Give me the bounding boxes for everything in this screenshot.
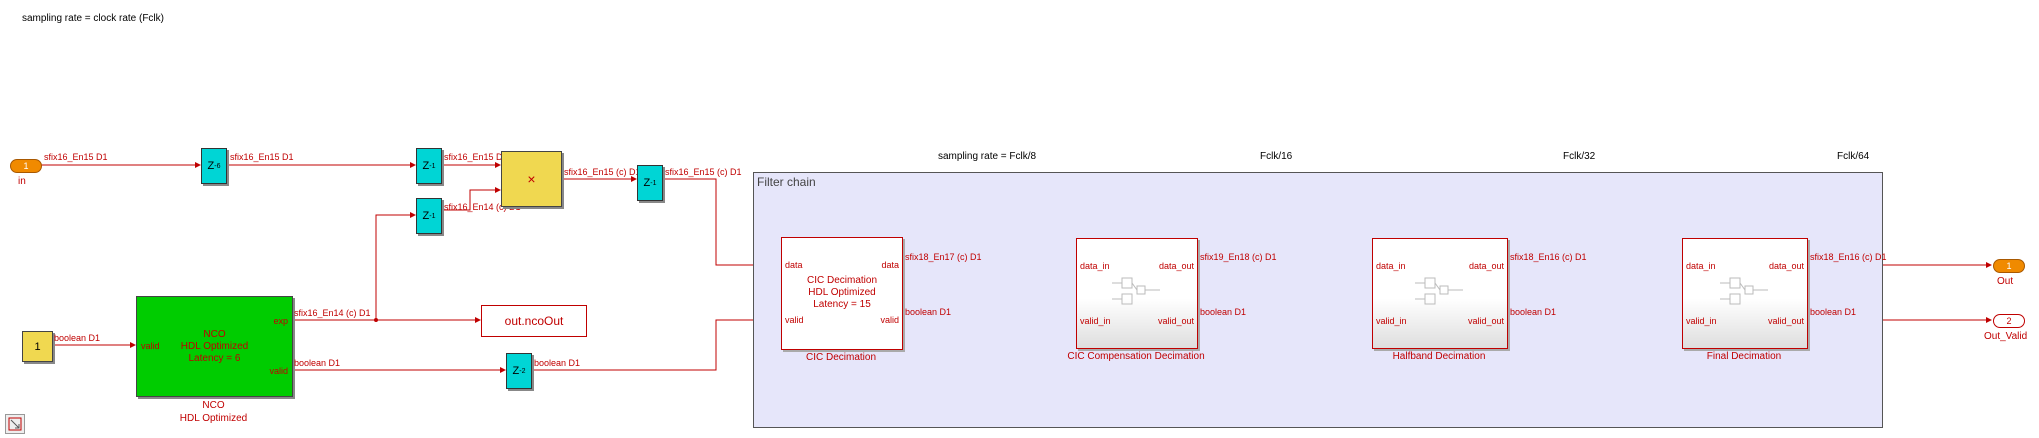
cic-port-valid-in: valid — [785, 315, 804, 325]
delay-z1c-block[interactable]: Z-1 — [637, 165, 663, 201]
signal-label-comp-valid: boolean D1 — [1200, 307, 1247, 317]
signal-label-cic-valid: boolean D1 — [905, 307, 952, 317]
delay-z1a-block[interactable]: Z-1 — [416, 148, 442, 184]
signal-label-final-valid: boolean D1 — [1810, 307, 1857, 317]
rate-fclk32-label: Fclk/32 — [1563, 151, 1596, 162]
constant-block[interactable]: 1 — [22, 331, 53, 362]
hb-port-valid-in: valid_in — [1376, 316, 1407, 326]
signal-label-comp-data: sfix19_En18 (c) D1 — [1200, 252, 1277, 262]
signal-label-z1b-out: sfix16_En14 (c) D1 — [444, 202, 521, 212]
cic-decimation-block[interactable]: data valid data valid CIC Decimation HDL… — [781, 237, 903, 350]
output-port-out[interactable]: 1 — [1993, 259, 2025, 273]
top-note: sampling rate = clock rate (Fclk) — [22, 13, 164, 24]
signal-label-hb-valid: boolean D1 — [1510, 307, 1557, 317]
output-port-out-name: Out — [1997, 276, 2014, 287]
nco-text-2: HDL Optimized — [180, 341, 249, 352]
signal-label-cic-data: sfix18_En17 (c) D1 — [905, 252, 982, 262]
cic-port-data-out: data — [881, 260, 899, 270]
rate-fclk64-label: Fclk/64 — [1837, 151, 1870, 162]
signal-label-z1c-out: sfix16_En15 (c) D1 — [665, 167, 742, 177]
product-block[interactable]: × — [501, 151, 562, 207]
comp-port-valid-out: valid_out — [1157, 316, 1194, 326]
nco-port-valid-in: valid — [141, 341, 160, 351]
final-port-data-in: data_in — [1686, 261, 1716, 271]
input-port-in[interactable]: 1 — [10, 159, 42, 173]
input-port-name: in — [18, 176, 26, 187]
filter-chain-title: Filter chain — [757, 175, 816, 189]
comp-port-data-in: data_in — [1080, 261, 1110, 271]
comp-port-valid-in: valid_in — [1080, 316, 1111, 326]
signal-label-hb-data: sfix18_En16 (c) D1 — [1510, 252, 1587, 262]
signal-label-nco-exp: sfix16_En14 (c) D1 — [294, 308, 371, 318]
cic-port-valid-out: valid — [880, 315, 899, 325]
rate-fclk16-label: Fclk/16 — [1260, 151, 1293, 162]
signal-label-const-out: boolean D1 — [54, 333, 101, 343]
signal-label-final-data: sfix18_En16 (c) D1 — [1810, 252, 1887, 262]
hb-port-data-in: data_in — [1376, 261, 1406, 271]
nco-caption-2: HDL Optimized — [179, 413, 248, 424]
delay-z6-block[interactable]: Z-6 — [201, 148, 227, 184]
final-decimation-caption: Final Decimation — [1706, 351, 1782, 362]
signal-label-nco-valid: boolean D1 — [294, 358, 341, 368]
rate-fclk8-label: sampling rate = Fclk/8 — [938, 151, 1037, 162]
nco-caption-1: NCO — [202, 400, 225, 411]
filter-structure-icon — [1720, 277, 1768, 305]
cic-compensation-block[interactable]: data_in valid_in data_out valid_out — [1076, 238, 1198, 349]
final-port-data-out: data_out — [1768, 261, 1804, 271]
cic-text-1: CIC Decimation — [806, 275, 878, 286]
delay-z2-block[interactable]: Z-2 — [506, 353, 532, 389]
signal-label-z6-out: sfix16_En15 D1 — [230, 152, 294, 162]
cic-caption: CIC Decimation — [805, 352, 877, 363]
cic-text-2: HDL Optimized — [808, 287, 876, 298]
hb-port-data-out: data_out — [1468, 261, 1504, 271]
model-browser-icon[interactable] — [5, 414, 25, 434]
signal-label-z2-out: boolean D1 — [534, 358, 581, 368]
comp-port-data-out: data_out — [1158, 261, 1194, 271]
nco-block[interactable]: NCO HDL Optimized Latency = 6 valid exp … — [136, 296, 293, 397]
signal-label-in: sfix16_En15 D1 — [44, 152, 108, 162]
final-decimation-block[interactable]: data_in valid_in data_out valid_out — [1682, 238, 1808, 349]
signal-label-z1a-out: sfix16_En15 D1 — [444, 152, 508, 162]
delay-z1b-block[interactable]: Z-1 — [416, 198, 442, 234]
halfband-decimation-block[interactable]: data_in valid_in data_out valid_out — [1372, 238, 1508, 349]
signal-label-mult-out: sfix16_En15 (c) D1 — [564, 167, 641, 177]
output-port-out-valid[interactable]: 2 — [1993, 314, 2025, 328]
final-port-valid-out: valid_out — [1767, 316, 1804, 326]
filter-structure-icon — [1415, 277, 1463, 305]
cic-port-data-in: data — [785, 260, 803, 270]
nco-port-valid-out: valid — [269, 366, 288, 376]
cic-text-3: Latency = 15 — [813, 299, 871, 310]
out-nco-out-block[interactable]: out.ncoOut — [481, 305, 587, 337]
cic-compensation-caption: CIC Compensation Decimation — [1067, 351, 1205, 362]
halfband-caption: Halfband Decimation — [1392, 351, 1486, 362]
final-port-valid-in: valid_in — [1686, 316, 1717, 326]
nco-text-1: NCO — [203, 329, 226, 340]
nco-port-exp: exp — [273, 316, 288, 326]
nco-text-3: Latency = 6 — [188, 353, 241, 364]
hb-port-valid-out: valid_out — [1467, 316, 1504, 326]
filter-structure-icon — [1112, 277, 1160, 305]
output-port-out-valid-name: Out_Valid — [1984, 331, 2028, 342]
